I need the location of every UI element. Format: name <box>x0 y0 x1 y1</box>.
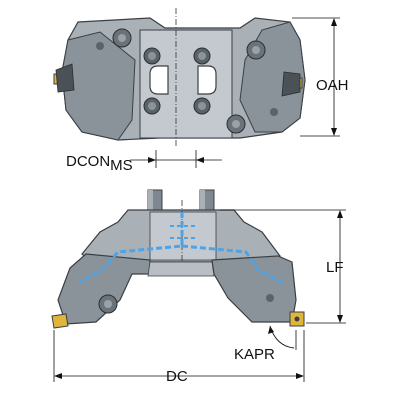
pin-icon <box>270 108 278 116</box>
oah-dimension <box>292 17 340 137</box>
coolant-channel <box>79 212 283 284</box>
lf-dimension <box>220 209 346 324</box>
side-right-arm <box>211 255 297 323</box>
top-view <box>53 8 306 146</box>
dc-dimension <box>53 330 305 382</box>
dcon-label: DCONMS <box>66 153 133 174</box>
side-view <box>51 189 305 329</box>
insert-holder-right <box>281 71 301 97</box>
pin-icon <box>96 42 104 50</box>
oah-label: OAH <box>316 77 349 94</box>
screw-icon <box>246 40 266 60</box>
top-view-left-slot <box>149 65 169 95</box>
side-center-bridge <box>147 261 215 277</box>
lf-label: LF <box>326 259 344 276</box>
screw-icon <box>143 47 161 65</box>
dcon-dimension <box>130 150 222 168</box>
screw-icon <box>226 114 246 134</box>
kapr-label: KAPR <box>234 346 275 363</box>
side-left-arm <box>57 253 151 325</box>
screw-icon <box>98 294 118 314</box>
insert-left-side-icon <box>51 313 69 329</box>
screw-icon <box>193 47 211 65</box>
insert-holder-left <box>55 63 75 93</box>
pin-icon <box>266 294 274 302</box>
screw-icon <box>143 97 161 115</box>
kapr-indicator <box>268 325 297 350</box>
top-view-right-slot <box>197 65 217 95</box>
screw-icon <box>193 97 211 115</box>
dc-label: DC <box>166 368 188 385</box>
screw-icon <box>112 28 132 48</box>
